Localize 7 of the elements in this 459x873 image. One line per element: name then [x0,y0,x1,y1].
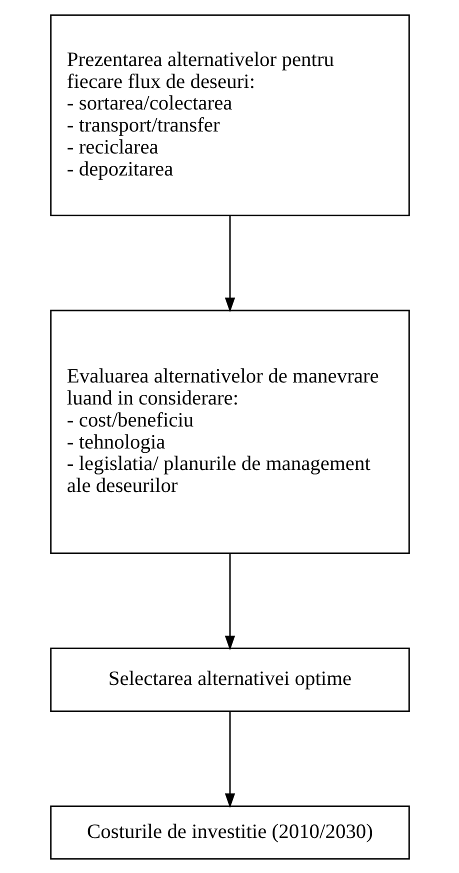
arrow [224,553,235,650]
node-box: Selectarea alternativei optime [50,647,410,712]
node-box: Prezentarea alternativelor pentru fiecare flux de deseuri: - sortarea/colectarea - transport/transfer - reciclarea - depozitarea [50,14,410,216]
arrow [224,215,235,312]
arrow [224,711,235,808]
node-box: Costurile de investitie (2010/2030) [50,805,410,860]
node-box: Evaluarea alternativelor de manevrare luand in considerare: - cost/beneficiu - tehnologia - legislatia/ planurile de management ale deseurilor [50,309,410,554]
